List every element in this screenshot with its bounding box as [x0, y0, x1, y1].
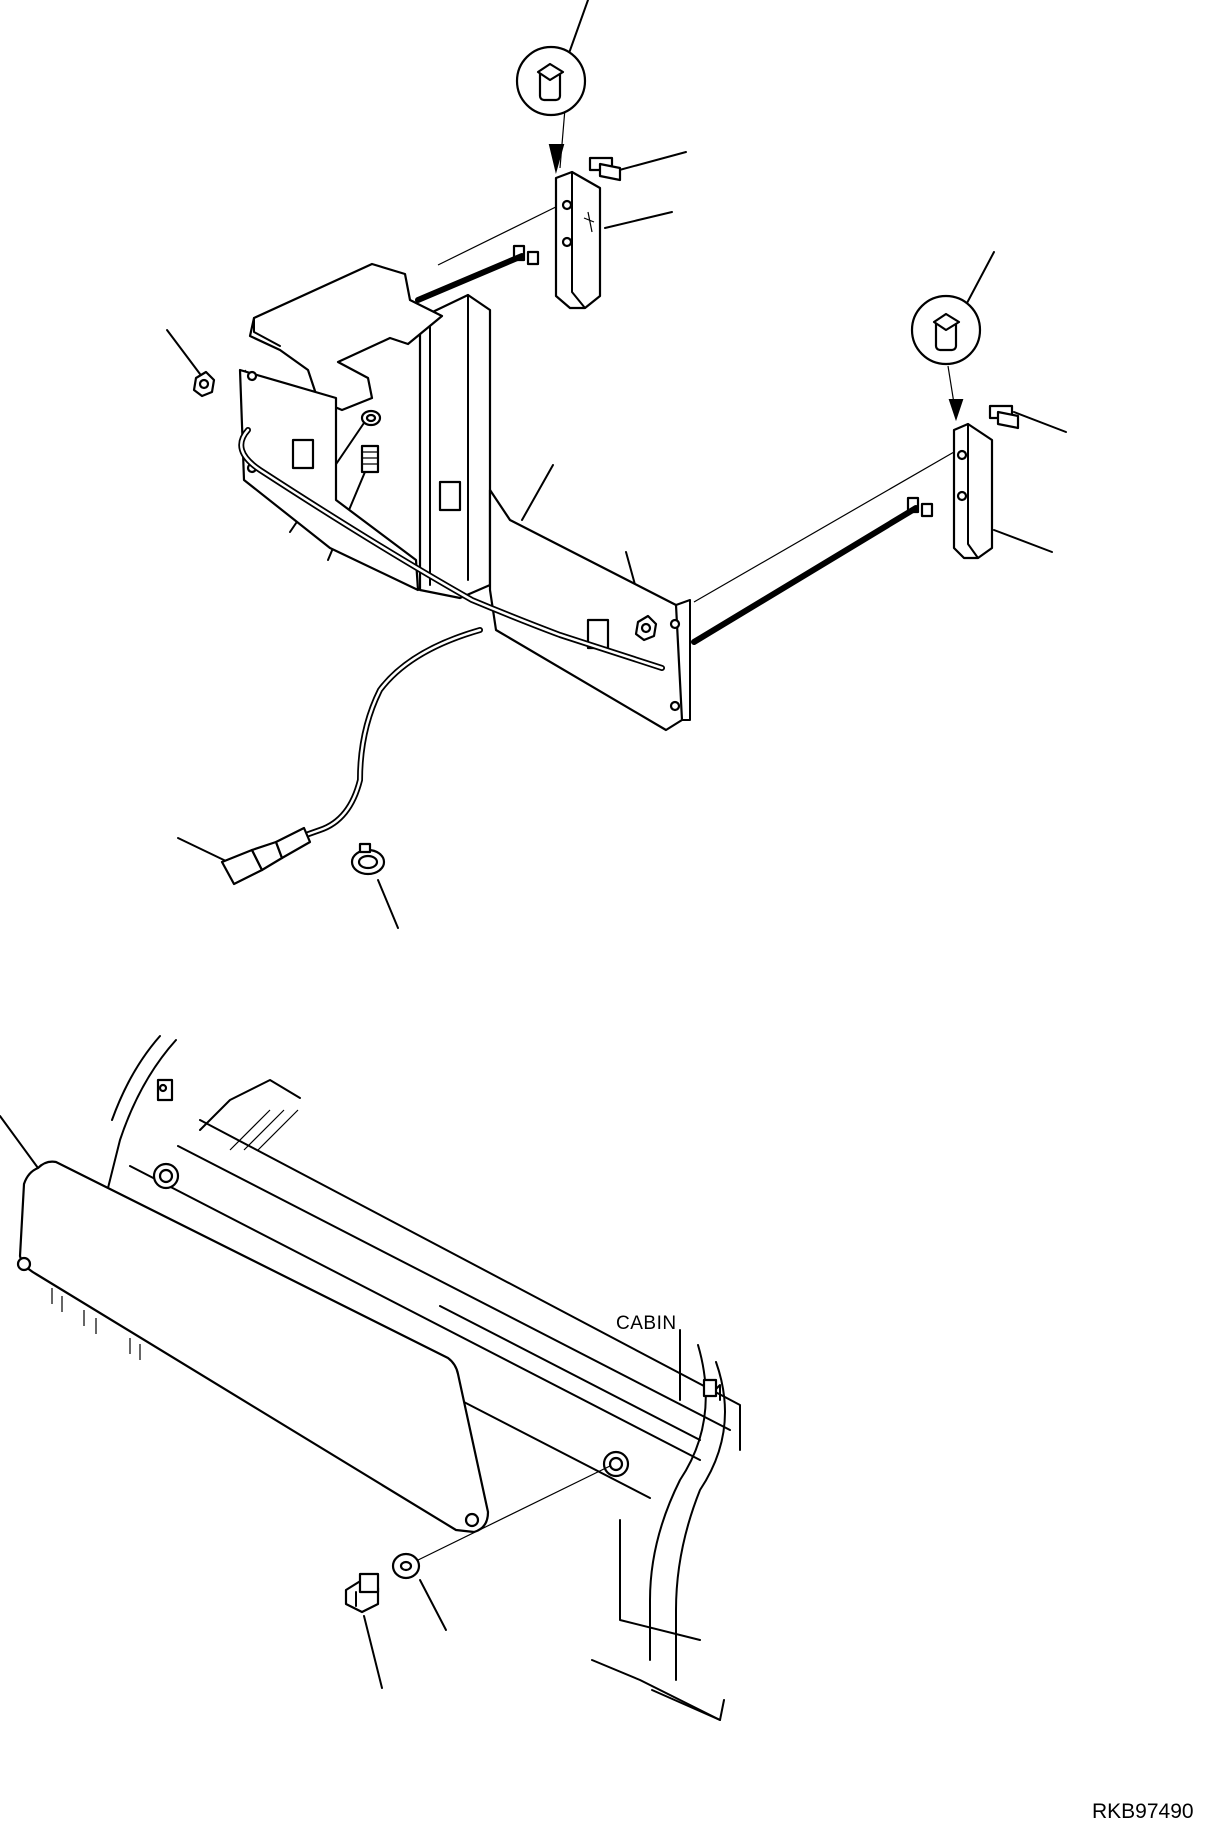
- wire-harness: [238, 253, 919, 845]
- cabin-frame: [99, 1035, 741, 1721]
- harness-end-connector: [220, 826, 312, 886]
- bolt-lower: [344, 1572, 380, 1614]
- washer-lower: [391, 1552, 421, 1580]
- washer-plate: [360, 409, 382, 427]
- alignment-line-lower: [413, 1465, 611, 1563]
- cable-clamp: [350, 842, 386, 876]
- main-mounting-plate: [238, 262, 691, 732]
- mount-bracket-right: [952, 422, 994, 560]
- figure-code: RKB97490: [1092, 1800, 1194, 1823]
- bolt-plate: [360, 444, 380, 474]
- screw-upper-left: [588, 156, 622, 182]
- mount-bracket-left: [554, 170, 602, 310]
- bolt-callout-left: [515, 45, 587, 174]
- nut-plate-right: [634, 614, 658, 642]
- cabin-label: CABIN: [616, 1313, 677, 1334]
- cover-panel: [16, 1160, 490, 1534]
- leader-lines-lower: [0, 1115, 447, 1689]
- bolt-callout-right: [910, 294, 982, 422]
- screw-upper-right: [988, 404, 1020, 430]
- nut-upper-left: [192, 370, 216, 398]
